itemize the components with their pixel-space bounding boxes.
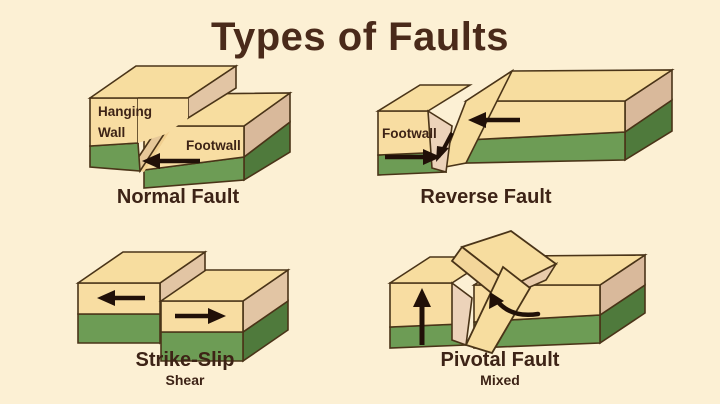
arrow-left-block-up — [413, 288, 431, 345]
caption-normal-fault: Normal Fault — [117, 186, 240, 208]
soil-front-face — [77, 313, 161, 344]
diagram-pivotal-fault: Pivotal Fault Mixed — [387, 230, 648, 388]
arrow-hanging-wall-left — [468, 112, 520, 128]
subcaption-pivotal-fault: Mixed — [480, 372, 520, 388]
rock-top-face — [375, 84, 473, 112]
fault-plane-face — [464, 265, 532, 355]
rock-top-face — [158, 269, 291, 302]
hanging-wall-block — [438, 68, 675, 170]
arrow-footwall-right — [385, 149, 441, 165]
label-hanging-wall-line1: Hanging — [98, 104, 152, 119]
pivot-fault-plane — [464, 265, 532, 355]
arrow-right-block — [175, 308, 226, 324]
label-footwall: Footwall — [186, 138, 241, 153]
page-title: Types of Faults — [211, 15, 509, 59]
caption-pivotal-fault: Pivotal Fault — [441, 349, 560, 371]
soil-front-face — [89, 142, 141, 172]
caption-strike-slip-fault: Strike-Slip — [136, 349, 235, 371]
rock-front-face-extension — [138, 98, 188, 143]
arrow-left-block — [97, 290, 145, 306]
subcaption-strike-slip-fault: Shear — [166, 372, 205, 388]
diagram-normal-fault: Hanging Wall Footwall Normal Fault — [87, 64, 293, 208]
arrow-hanging-wall-slip — [142, 153, 200, 169]
caption-reverse-fault: Reverse Fault — [420, 186, 552, 208]
hanging-wall-block — [87, 64, 239, 174]
rock-top-face — [75, 251, 208, 284]
arrow-wedge-down-left — [436, 132, 454, 162]
diagram-strike-slip-fault: Strike-Slip Shear — [75, 250, 291, 388]
left-block — [75, 250, 208, 345]
arrow-right-block-curved — [489, 292, 541, 317]
label-hanging-wall-line2: Wall — [98, 125, 125, 140]
label-footwall: Footwall — [382, 126, 437, 141]
diagram-reverse-fault: Footwall Reverse Fault — [375, 68, 675, 208]
